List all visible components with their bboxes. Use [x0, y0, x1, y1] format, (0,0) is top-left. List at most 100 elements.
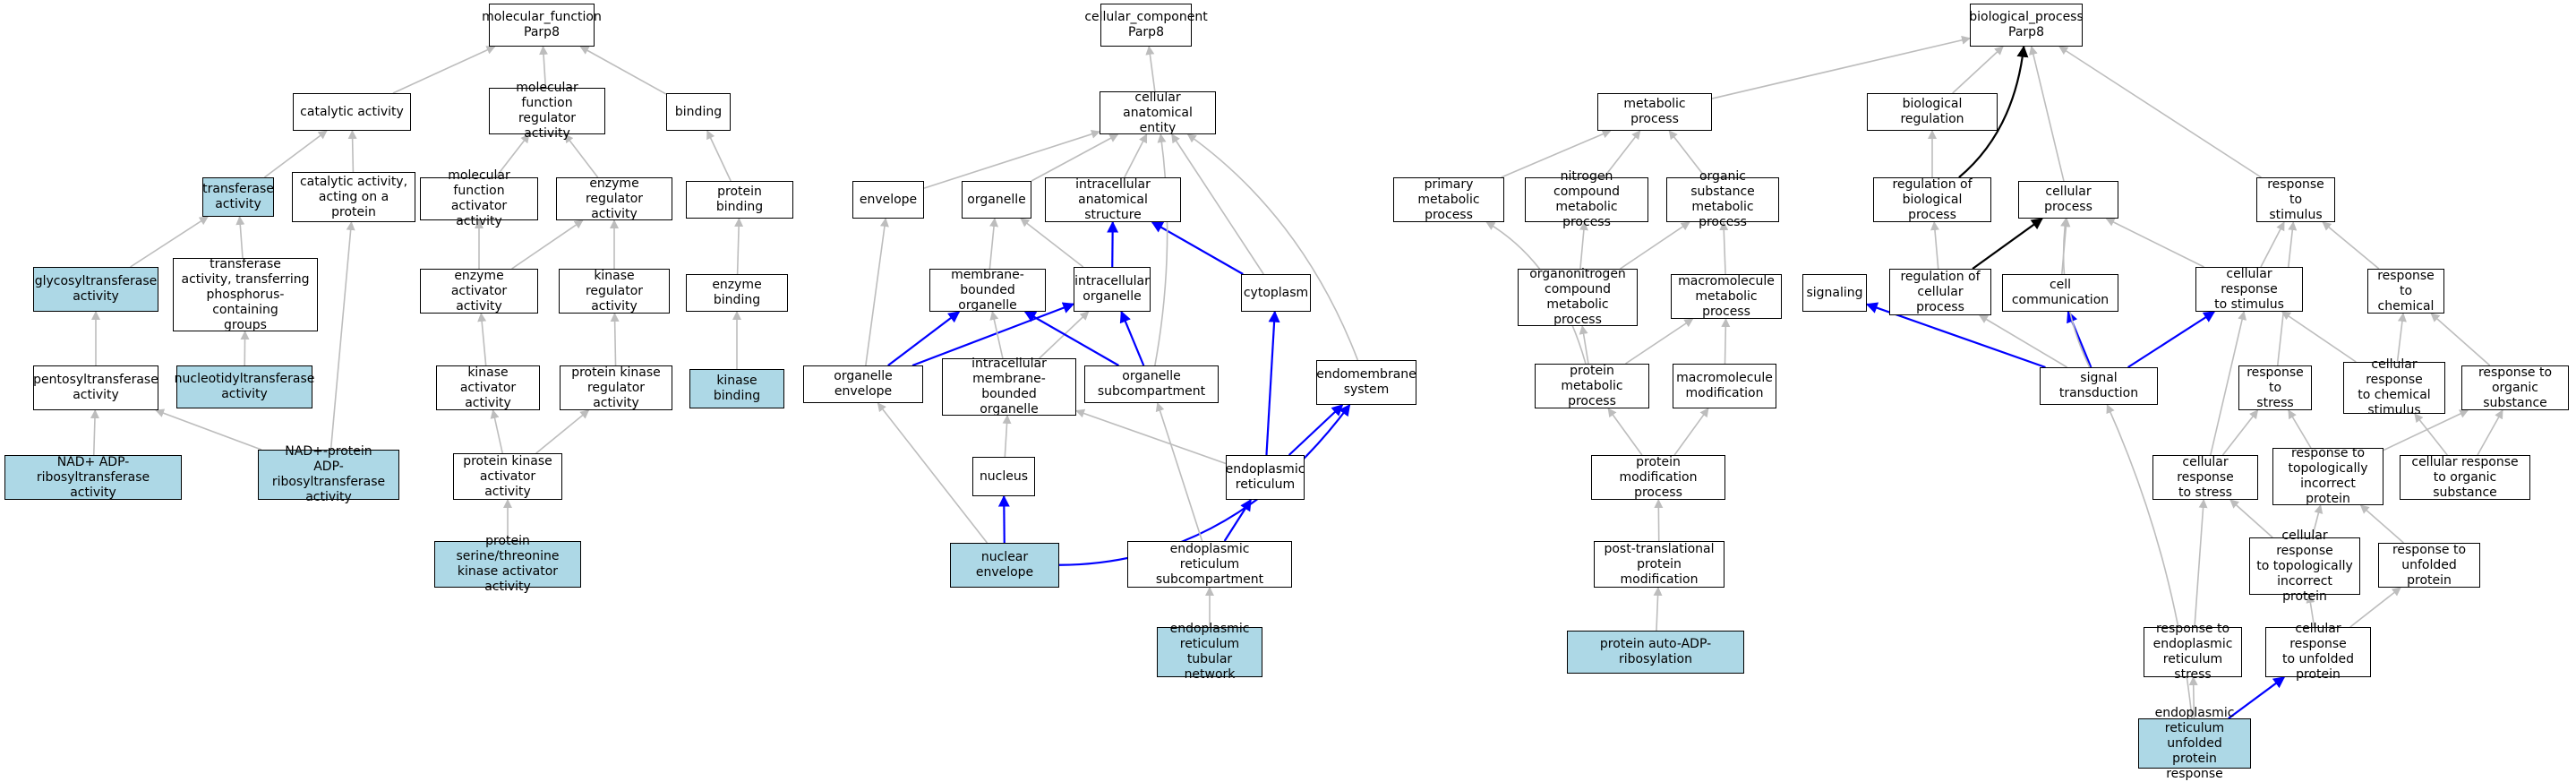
- node-response-to-er-stress[interactable]: response to endoplasmic reticulum stress: [2144, 627, 2242, 677]
- edge-enzyme-binding-to-protein-binding: [738, 219, 740, 274]
- node-molecular-function-regulator-activity[interactable]: molecular function regulator activity: [489, 88, 605, 134]
- node-pentosyltransferase-activity[interactable]: pentosyltransferase activity: [33, 365, 158, 410]
- node-protein-serine-threonine-kinase-activator-activity[interactable]: protein serine/threonine kinase activato…: [434, 541, 581, 588]
- edge-transferase-to-catalytic: [264, 131, 327, 177]
- node-response-to-topologically-incorrect-protein[interactable]: response to topologically incorrect prot…: [2272, 448, 2383, 505]
- edge-macro-mod-to-macro-met: [1725, 319, 1726, 364]
- node-cellular-response-to-organic-substance[interactable]: cellular response to organic substance: [2400, 455, 2530, 500]
- edge-nuc-env-to-org-env: [877, 403, 987, 543]
- edge-io-to-ias: [1112, 222, 1113, 267]
- node-binding[interactable]: binding: [666, 93, 731, 131]
- node-biological-regulation[interactable]: biological regulation: [1867, 93, 1998, 131]
- node-response-to-organic-substance[interactable]: response to organic substance: [2461, 365, 2569, 410]
- node-protein-kinase-regulator-activity[interactable]: protein kinase regulator activity: [560, 365, 672, 410]
- node-signal-transduction[interactable]: signal transduction: [2040, 367, 2158, 405]
- node-enzyme-regulator-activity[interactable]: enzyme regulator activity: [556, 177, 672, 220]
- node-protein-modification-process[interactable]: protein modification process: [1591, 455, 1725, 500]
- edge-nuc-env-to-nucleus: [1004, 496, 1005, 543]
- node-cellular-response-to-topologically-incorrect-protein[interactable]: cellular response to topologically incor…: [2249, 537, 2360, 595]
- node-kinase-activator-activity[interactable]: kinase activator activity: [436, 365, 540, 410]
- edge-cell-resp-stim-to-cellular-proc: [2106, 219, 2204, 267]
- node-response-to-stimulus[interactable]: response to stimulus: [2256, 177, 2335, 222]
- node-post-translational-protein-modification[interactable]: post-translational protein modification: [1594, 541, 1724, 588]
- node-envelope[interactable]: envelope: [852, 181, 924, 219]
- edge-io-to-organelle: [1021, 219, 1083, 267]
- node-macromolecule-modification[interactable]: macromolecule modification: [1673, 364, 1776, 408]
- node-molecular-function-parp8[interactable]: molecular_function Parp8: [489, 4, 595, 47]
- node-organelle-subcompartment[interactable]: organelle subcompartment: [1084, 365, 1219, 403]
- edge-cellular-proc-to-bp-root: [2032, 47, 2064, 181]
- node-endoplasmic-reticulum[interactable]: endoplasmic reticulum: [1226, 455, 1305, 500]
- node-membrane-bounded-organelle[interactable]: membrane-bounded organelle: [929, 269, 1046, 312]
- node-cellular-component-parp8[interactable]: cellular_component Parp8: [1100, 4, 1192, 47]
- node-organic-substance-metabolic-process[interactable]: organic substance metabolic process: [1666, 177, 1779, 222]
- node-macromolecule-metabolic-process[interactable]: macromolecule metabolic process: [1671, 274, 1782, 319]
- node-response-to-stress[interactable]: response to stress: [2238, 365, 2312, 410]
- node-protein-auto-adp-ribosylation[interactable]: protein auto-ADP-ribosylation: [1567, 631, 1744, 674]
- node-regulation-of-biological-process[interactable]: regulation of biological process: [1873, 177, 1991, 222]
- edge-cytoplasm-to-cae: [1172, 134, 1263, 274]
- edge-pk-activator-to-kinase-activator: [493, 410, 503, 453]
- edge-cat-protein-to-catalytic: [352, 131, 353, 172]
- node-cell-communication[interactable]: cell communication: [2002, 274, 2118, 312]
- node-glycosyltransferase-activity[interactable]: glycosyltransferase activity: [33, 267, 158, 312]
- node-cytoplasm[interactable]: cytoplasm: [1241, 274, 1311, 312]
- node-organelle-envelope[interactable]: organelle envelope: [803, 365, 923, 403]
- node-protein-binding[interactable]: protein binding: [686, 181, 793, 219]
- node-nad-adp-ribosyltransferase-activity[interactable]: NAD+ ADP-ribosyltransferase activity: [4, 455, 182, 500]
- edge-org-sub-to-io: [1121, 312, 1143, 365]
- node-cellular-anatomical-entity[interactable]: cellular anatomical entity: [1100, 91, 1216, 134]
- node-cellular-response-to-stress[interactable]: cellular response to stress: [2152, 455, 2258, 500]
- node-organonitrogen-compound-metabolic-process[interactable]: organonitrogen compound metabolic proces…: [1518, 269, 1638, 326]
- node-protein-kinase-activator-activity[interactable]: protein kinase activator activity: [453, 453, 562, 500]
- edge-crcs-to-cell-resp-stim: [2282, 312, 2356, 362]
- node-primary-metabolic-process[interactable]: primary metabolic process: [1393, 177, 1504, 222]
- node-metabolic-process[interactable]: metabolic process: [1597, 93, 1712, 131]
- node-catalytic-activity[interactable]: catalytic activity: [293, 93, 411, 131]
- node-nucleus[interactable]: nucleus: [972, 457, 1035, 496]
- node-transferase-phosphorus-groups[interactable]: transferase activity, transferring phosp…: [173, 258, 318, 331]
- edge-er-to-cytoplasm: [1266, 312, 1274, 455]
- node-nuclear-envelope[interactable]: nuclear envelope: [950, 543, 1059, 588]
- node-cellular-response-to-unfolded-protein[interactable]: cellular response to unfolded protein: [2265, 627, 2371, 677]
- node-molecular-function-activator-activity[interactable]: molecular function activator activity: [420, 177, 538, 220]
- node-endoplasmic-reticulum-subcompartment[interactable]: endoplasmic reticulum subcompartment: [1127, 541, 1292, 588]
- node-enzyme-activator-activity[interactable]: enzyme activator activity: [420, 269, 538, 314]
- node-signaling[interactable]: signaling: [1802, 274, 1867, 312]
- node-nucleotidyltransferase-activity[interactable]: nucleotidyltransferase activity: [176, 365, 312, 408]
- node-cellular-response-to-chemical-stimulus[interactable]: cellular response to chemical stimulus: [2343, 362, 2445, 414]
- edge-r-topo-to-resp-stress: [2289, 410, 2311, 448]
- node-kinase-regulator-activity[interactable]: kinase regulator activity: [559, 269, 670, 314]
- node-protein-metabolic-process[interactable]: protein metabolic process: [1535, 364, 1649, 408]
- node-transferase-activity[interactable]: transferase activity: [202, 177, 274, 217]
- node-response-to-unfolded-protein[interactable]: response to unfolded protein: [2378, 543, 2480, 588]
- node-biological-process-parp8[interactable]: biological_process Parp8: [1970, 4, 2083, 47]
- node-cellular-response-to-stimulus[interactable]: cellular response to stimulus: [2195, 267, 2303, 312]
- node-catalytic-activity-acting-on-protein[interactable]: catalytic activity, acting on a protein: [292, 172, 415, 222]
- edge-cae-to-cc-root: [1149, 47, 1155, 91]
- node-regulation-of-cellular-process[interactable]: regulation of cellular process: [1889, 269, 1991, 315]
- node-intracellular-membrane-bounded-organelle[interactable]: intracellular membrane-bounded organelle: [942, 358, 1076, 416]
- node-endoplasmic-reticulum-tubular-network[interactable]: endoplasmic reticulum tubular network: [1157, 627, 1262, 677]
- edge-nad-adp-to-pentosyl: [94, 410, 96, 455]
- edge-org-sub-to-cae: [1155, 134, 1168, 365]
- edge-er-sub-to-org-sub: [1158, 403, 1202, 541]
- node-kinase-binding[interactable]: kinase binding: [689, 369, 784, 408]
- edge-resp-stim-to-bp-root: [2059, 47, 2261, 177]
- edge-reg-cell-to-reg-bio: [1934, 222, 1938, 269]
- node-intracellular-organelle[interactable]: intracellular organelle: [1074, 267, 1151, 312]
- edge-pk-regulator-to-kinase-regulator: [614, 314, 615, 365]
- edge-resp-chem-to-resp-stim: [2323, 222, 2379, 269]
- node-nad-protein-adp-ribosyltransferase-activity[interactable]: NAD+-protein ADP-ribosyltransferase acti…: [258, 450, 399, 500]
- node-er-unfolded-protein-response[interactable]: endoplasmic reticulum unfolded protein r…: [2138, 718, 2251, 769]
- node-enzyme-binding[interactable]: enzyme binding: [686, 274, 788, 312]
- edge-r-er-stress-to-cr-stress: [2195, 500, 2204, 627]
- node-nitrogen-compound-metabolic-process[interactable]: nitrogen compound metabolic process: [1525, 177, 1648, 222]
- node-cellular-process[interactable]: cellular process: [2018, 181, 2118, 219]
- node-response-to-chemical[interactable]: response to chemical: [2367, 269, 2444, 314]
- edge-resp-org-to-resp-chem: [2431, 314, 2490, 365]
- node-intracellular-anatomical-structure[interactable]: intracellular anatomical structure: [1045, 177, 1181, 222]
- edge-catalytic-to-mf-root: [393, 47, 495, 93]
- node-organelle[interactable]: organelle: [962, 181, 1031, 219]
- node-endomembrane-system[interactable]: endomembrane system: [1316, 360, 1416, 405]
